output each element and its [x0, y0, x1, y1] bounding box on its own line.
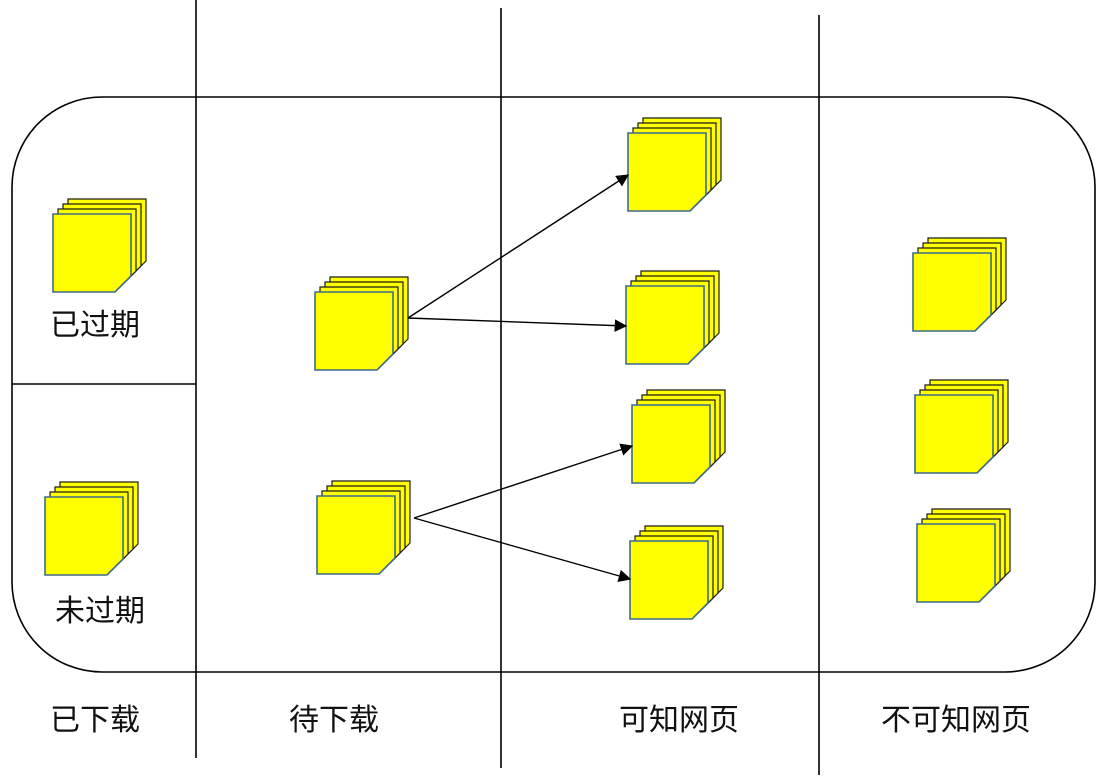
- stack-to-download-1: [314, 276, 409, 371]
- page-sheet: [916, 523, 996, 603]
- stack-unknown-1: [912, 237, 1007, 332]
- stack-downloaded-not-expired: [44, 481, 139, 576]
- page-stack-icon: [914, 379, 1009, 474]
- page-stack-icon: [314, 276, 409, 371]
- page-stack-icon: [916, 508, 1011, 603]
- arrow-a-to-known-2: [407, 317, 628, 332]
- section-label-known: 可知网页: [619, 703, 739, 738]
- page-sheet: [627, 132, 707, 212]
- stack-known-1: [627, 117, 722, 212]
- page-sheet: [316, 495, 396, 575]
- page-sheet: [629, 540, 709, 620]
- page-sheet: [52, 213, 132, 293]
- stack-unknown-2: [914, 379, 1009, 474]
- page-stack-icon: [316, 480, 411, 575]
- page-stacks: [44, 117, 1011, 620]
- page-stack-icon: [627, 117, 722, 212]
- not-expired-label: 未过期: [55, 594, 145, 629]
- page-sheet: [625, 285, 705, 365]
- page-sheet: [914, 394, 994, 474]
- section-label-unknown: 不可知网页: [881, 703, 1031, 738]
- stack-known-3: [631, 389, 726, 484]
- page-stack-icon: [629, 525, 724, 620]
- arrow-b-to-known-4: [413, 517, 632, 582]
- page-stack-icon: [631, 389, 726, 484]
- expired-label: 已过期: [50, 308, 140, 343]
- page-stack-icon: [912, 237, 1007, 332]
- arrow-a-to-known-1: [407, 174, 630, 319]
- section-label-to-download: 待下载: [289, 703, 379, 738]
- page-stack-icon: [52, 198, 147, 293]
- stack-known-2: [625, 270, 720, 365]
- stack-unknown-3: [916, 508, 1011, 603]
- stack-known-4: [629, 525, 724, 620]
- page-sheet: [44, 496, 124, 576]
- page-sheet: [912, 252, 992, 332]
- page-sheet: [314, 291, 394, 371]
- arrows: [407, 174, 634, 582]
- arrow-b-to-known-3: [413, 443, 634, 519]
- stack-to-download-2: [316, 480, 411, 575]
- page-stack-icon: [625, 270, 720, 365]
- stack-downloaded-expired: [52, 198, 147, 293]
- page-sheet: [631, 404, 711, 484]
- section-label-downloaded: 已下载: [50, 703, 140, 738]
- page-stack-icon: [44, 481, 139, 576]
